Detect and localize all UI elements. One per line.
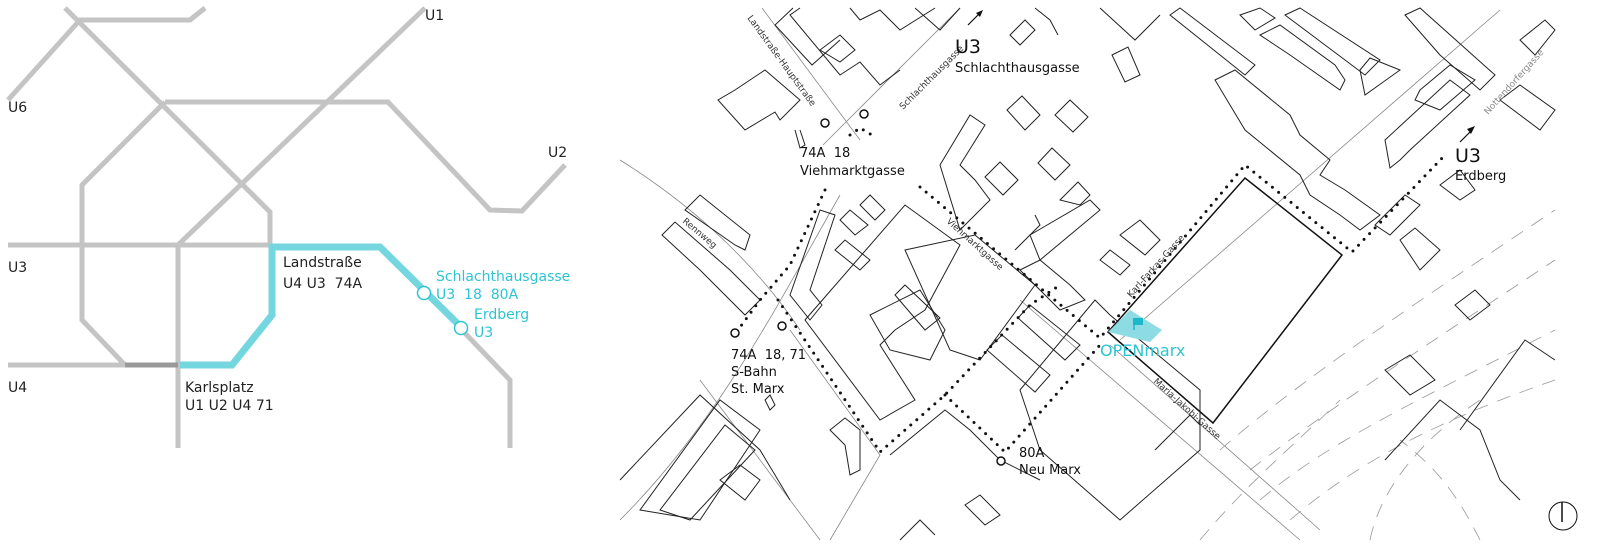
roads — [619, 7, 1501, 541]
stop-neu-marx-lines: 80A — [1019, 446, 1045, 461]
station-landstrasse-lines: U4 U3 74A — [283, 276, 362, 292]
openmarx-site-outline — [1106, 176, 1344, 425]
railway-tracks — [1199, 209, 1556, 541]
arrow-icon — [967, 10, 983, 26]
station-karlsplatz: Karlsplatz — [185, 380, 254, 396]
station-schlachthausgasse-lines: U3 18 80A — [436, 287, 519, 303]
stop-marker[interactable] — [859, 109, 869, 119]
station-erdberg: Erdberg — [474, 307, 529, 323]
street-viehmarktgasse: Viehmarktgasse — [944, 217, 1005, 273]
openmarx-highlight[interactable] — [1108, 310, 1162, 342]
destination-label[interactable]: OPENmarx — [1100, 341, 1185, 360]
stop-st-marx-name1: S-Bahn — [731, 365, 777, 380]
stop-u3-schlachthausgasse-name: Schlachthausgasse — [955, 61, 1080, 76]
flag-icon — [1133, 318, 1143, 330]
transit-network: U1 U6 U2 U3 U4 Landstraße U4 U3 74A Karl… — [6, 6, 570, 448]
street-rennweg: Rennweg — [680, 217, 718, 251]
label-u1: U1 — [425, 8, 444, 24]
street-map: Landstraße-Hauptstraße Schlachthausgasse… — [619, 7, 1578, 541]
label-u6: U6 — [8, 100, 27, 116]
station-landstrasse: Landstraße — [283, 255, 362, 271]
diagonal-line — [63, 6, 273, 247]
stop-u3-schlachthausgasse-line: U3 — [955, 36, 981, 58]
station-marker-erdberg[interactable] — [453, 320, 469, 336]
stop-u3-erdberg-name: Erdberg — [1455, 169, 1506, 184]
station-karlsplatz-lines: U1 U2 U4 71 — [185, 398, 274, 414]
stop-marker[interactable] — [820, 118, 830, 128]
u6-line — [6, 6, 207, 102]
station-erdberg-lines: U3 — [474, 325, 493, 341]
label-u4: U4 — [8, 380, 27, 396]
walking-routes — [736, 126, 1447, 455]
arrow-icon — [1459, 126, 1475, 143]
u3-line-east — [458, 326, 513, 448]
stop-marker[interactable] — [996, 456, 1006, 466]
stop-viehmarktgasse-name: Viehmarktgasse — [800, 164, 905, 179]
stop-st-marx-lines: 74A 18, 71 — [731, 348, 806, 363]
street-landstrasse-hauptstrasse: Landstraße-Hauptstraße — [745, 14, 818, 109]
route-highlight — [180, 243, 465, 369]
compass-icon — [1548, 501, 1578, 531]
street-nottendorfergasse: Nottendorfergasse — [1483, 48, 1547, 117]
stop-marker[interactable] — [730, 328, 740, 338]
station-schlachthausgasse: Schlachthausgasse — [436, 269, 570, 285]
stop-neu-marx-name: Neu Marx — [1019, 463, 1081, 478]
stop-u3-erdberg-line: U3 — [1455, 145, 1481, 167]
label-u2: U2 — [548, 145, 567, 161]
buildings — [619, 7, 1556, 541]
u2-line — [165, 99, 567, 214]
stop-marker[interactable] — [777, 321, 787, 331]
street-maria-jakobi-gasse: Maria-Jakobi-Gasse — [1151, 377, 1222, 443]
stop-viehmarktgasse-lines: 74A 18 — [800, 146, 850, 161]
u6-line-south — [79, 100, 178, 368]
station-marker-schlachthausgasse[interactable] — [416, 285, 432, 301]
stop-st-marx-name2: St. Marx — [731, 382, 785, 397]
label-u3: U3 — [8, 260, 27, 276]
